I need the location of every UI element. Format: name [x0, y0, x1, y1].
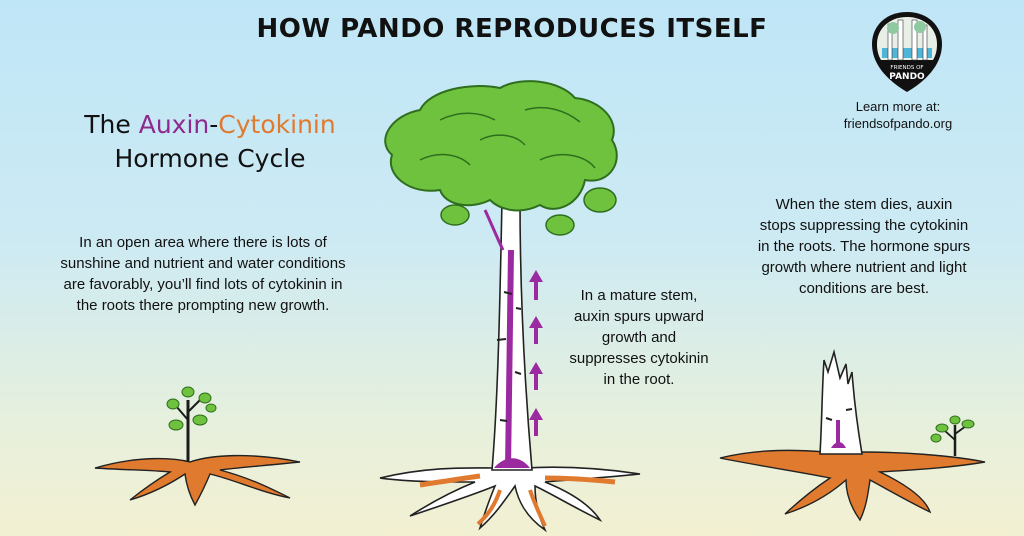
subtitle-auxin: Auxin	[138, 110, 210, 139]
upward-arrow-icon	[529, 408, 543, 436]
upward-arrow-icon	[529, 270, 543, 300]
upward-arrow-icon	[529, 362, 543, 390]
auxin-arrows	[529, 270, 543, 436]
middle-panel-text: In a mature stem, auxin spurs upward gro…	[569, 287, 709, 388]
upward-arrow-icon	[529, 316, 543, 344]
sapling-illustration	[94, 386, 301, 507]
subtitle-cytokinin: Cytokinin	[218, 110, 336, 139]
left-panel-text: In an open area where there is lots of s…	[60, 234, 346, 314]
learn-more: Learn more at: friendsofpando.org	[838, 98, 958, 132]
dead-stump-with-shoot	[719, 348, 986, 522]
subtitle: The Auxin-Cytokinin Hormone Cycle	[60, 108, 360, 176]
subtitle-dash: -	[209, 110, 219, 139]
learn-more-label: Learn more at:	[855, 99, 941, 114]
friends-of-pando-logo[interactable]: FRIENDS OF PANDO	[868, 10, 946, 94]
learn-more-url[interactable]: friendsofpando.org	[843, 116, 953, 131]
page-title: HOW PANDO REPRODUCES ITSELF	[256, 14, 768, 44]
logo-line2: PANDO	[889, 72, 925, 82]
right-panel-text: When the stem dies, auxin stops suppress…	[757, 196, 971, 297]
subtitle-line2: Hormone Cycle	[114, 144, 306, 173]
subtitle-prefix: The	[84, 110, 139, 139]
mature-aspen-tree	[379, 80, 641, 533]
logo-line1: FRIENDS OF	[890, 65, 923, 71]
